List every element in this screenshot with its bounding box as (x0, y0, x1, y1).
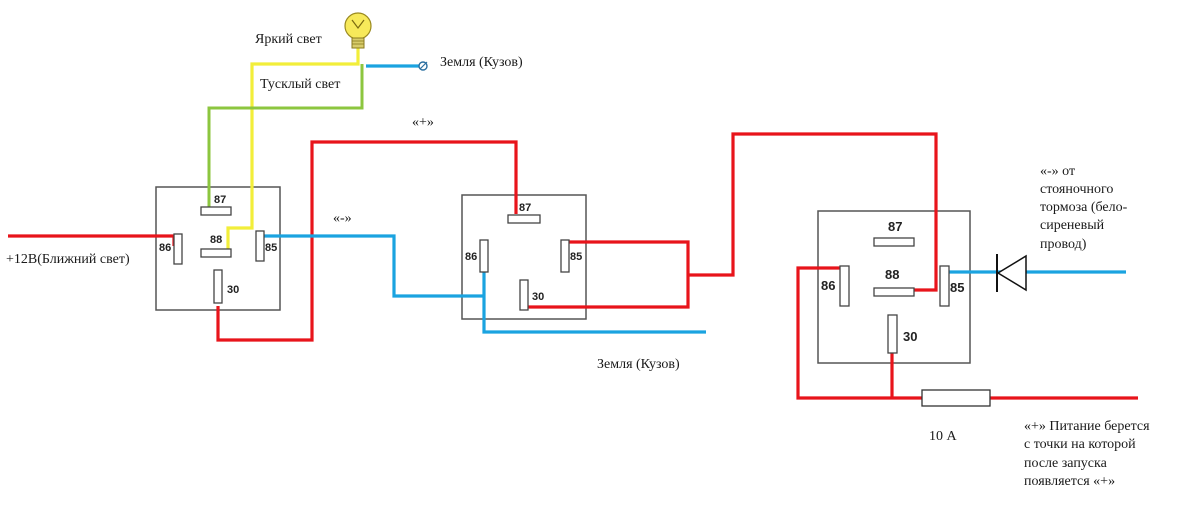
lamp-icon (344, 12, 372, 49)
label-12v-input: +12В(Ближний свет) (6, 252, 130, 267)
diode-icon (996, 254, 1027, 292)
relay-2-pin87-slot (507, 214, 541, 224)
relay-3-pin88-label: 88 (885, 267, 899, 282)
handbrake-line-5: провод) (1040, 237, 1087, 252)
relay-2-pin30-label: 30 (532, 291, 544, 303)
power-line-1: «+» Питание берется (1024, 419, 1150, 434)
relay-1-pin30-label: 30 (227, 284, 239, 296)
wire-dim-light (207, 64, 364, 208)
wire-relay1-85-to-relay2-86 (264, 234, 484, 298)
relay-1-pin87-label: 87 (214, 194, 226, 206)
label-plus-top: «+» (412, 115, 434, 130)
relay-2-pin85-label: 85 (570, 251, 582, 263)
wire-relay3-86 (796, 266, 922, 400)
relay-1-pin87-slot (200, 206, 232, 216)
label-fuse-rating: 10 А (929, 429, 958, 444)
wire-relay2-ground (482, 244, 706, 334)
wire-12v-input (8, 234, 176, 246)
handbrake-note: «-» от стояночного тормоза (бело- сирене… (1040, 164, 1128, 252)
label-bright-light: Яркий свет (255, 32, 322, 47)
relay-3-pin30-slot (887, 314, 898, 354)
relay-1-pin85-label: 85 (265, 242, 277, 254)
relay-1-pin85-slot (255, 230, 265, 262)
relay-3-pin30-label: 30 (903, 329, 917, 344)
relay-3-pin86-label: 86 (821, 278, 835, 293)
relay-2-pin30-slot (519, 279, 529, 311)
relay-1-pin88-label: 88 (210, 234, 222, 246)
relay-2-pin86-slot (479, 239, 489, 273)
power-line-4: появляется «+» (1024, 474, 1115, 489)
label-ground-top: Земля (Кузов) (440, 55, 523, 70)
relay-3-pin86-slot (839, 265, 850, 307)
handbrake-line-3: тормоза (бело- (1040, 200, 1128, 215)
relay-3-pin88-slot (873, 287, 915, 297)
relay-2-pin85-slot (560, 239, 570, 273)
relay-2-pin87-label: 87 (519, 202, 531, 214)
relay-1-pin86-label: 86 (159, 242, 171, 254)
power-line-3: после запуска (1024, 456, 1108, 471)
wire-relay1-30-to-relay2-87 (216, 140, 518, 342)
relay-1-pin30-slot (213, 269, 223, 304)
ground-terminal-icon (418, 61, 428, 71)
relay-2-pin86-label: 86 (465, 251, 477, 263)
relay-1-pin88-slot (200, 248, 232, 258)
power-note: «+» Питание берется с точки на которой п… (1024, 419, 1150, 489)
label-dim-light: Тусклый свет (260, 77, 340, 92)
label-minus-mid: «-» (333, 211, 352, 226)
power-line-2: с точки на которой (1024, 437, 1136, 452)
relay-3-pin85-label: 85 (950, 280, 964, 295)
relay-3-pin87-label: 87 (888, 219, 902, 234)
label-ground-mid: Земля (Кузов) (597, 357, 680, 372)
wire-relay2-to-relay3-88 (688, 132, 938, 292)
relay-3-pin87-slot (873, 237, 915, 247)
handbrake-line-2: стояночного (1040, 182, 1113, 197)
wire-bright-light (226, 46, 360, 250)
relay-1-pin86-slot (173, 233, 183, 265)
handbrake-line-1: «-» от (1040, 164, 1075, 179)
relay-3-pin85-slot (939, 265, 950, 307)
handbrake-line-4: сиреневый (1040, 218, 1105, 233)
fuse-icon (921, 389, 991, 407)
